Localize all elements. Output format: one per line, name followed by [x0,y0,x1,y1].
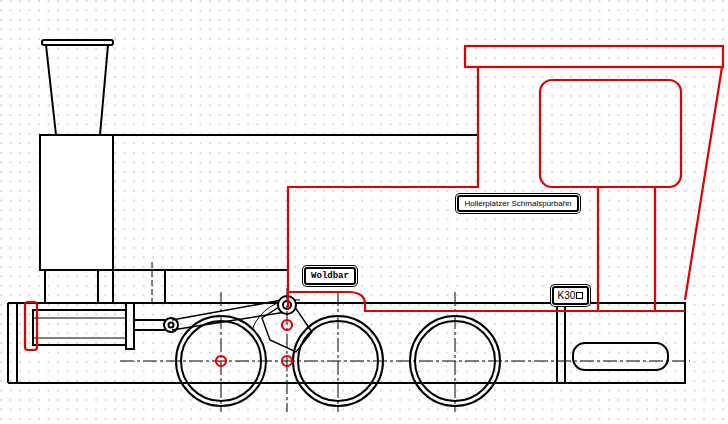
cab-outline [25,46,723,366]
railway-plate: Hollerplatzer Schmalspurbahn [457,195,579,212]
plate-square [576,292,583,299]
centre-lines [120,288,690,412]
name-plate: Woldbar [304,267,356,285]
plate-text: Woldbar [311,271,349,281]
number-plate: K30 [552,286,589,305]
loco-body [8,40,685,406]
plate-text: Hollerplatzer Schmalspurbahn [464,199,571,208]
plate-text: K30 [558,290,576,301]
